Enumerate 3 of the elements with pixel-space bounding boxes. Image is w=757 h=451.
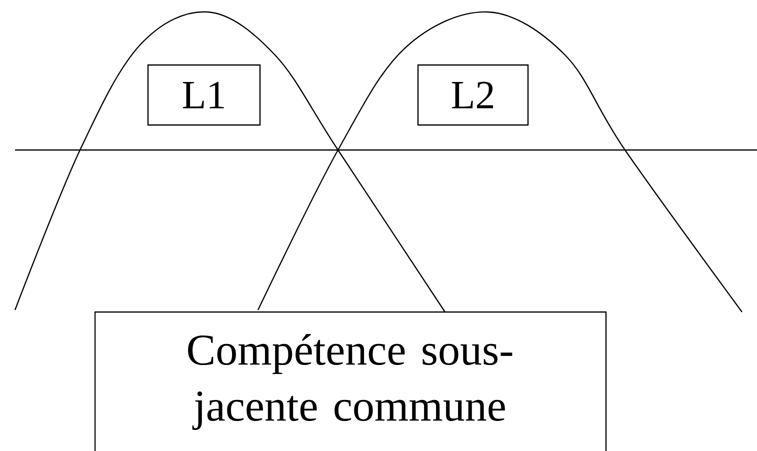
label-box: L1 (147, 64, 261, 126)
label-box: L2 (417, 64, 529, 126)
concept-box: Compétence sous-jacente commune (94, 311, 607, 451)
